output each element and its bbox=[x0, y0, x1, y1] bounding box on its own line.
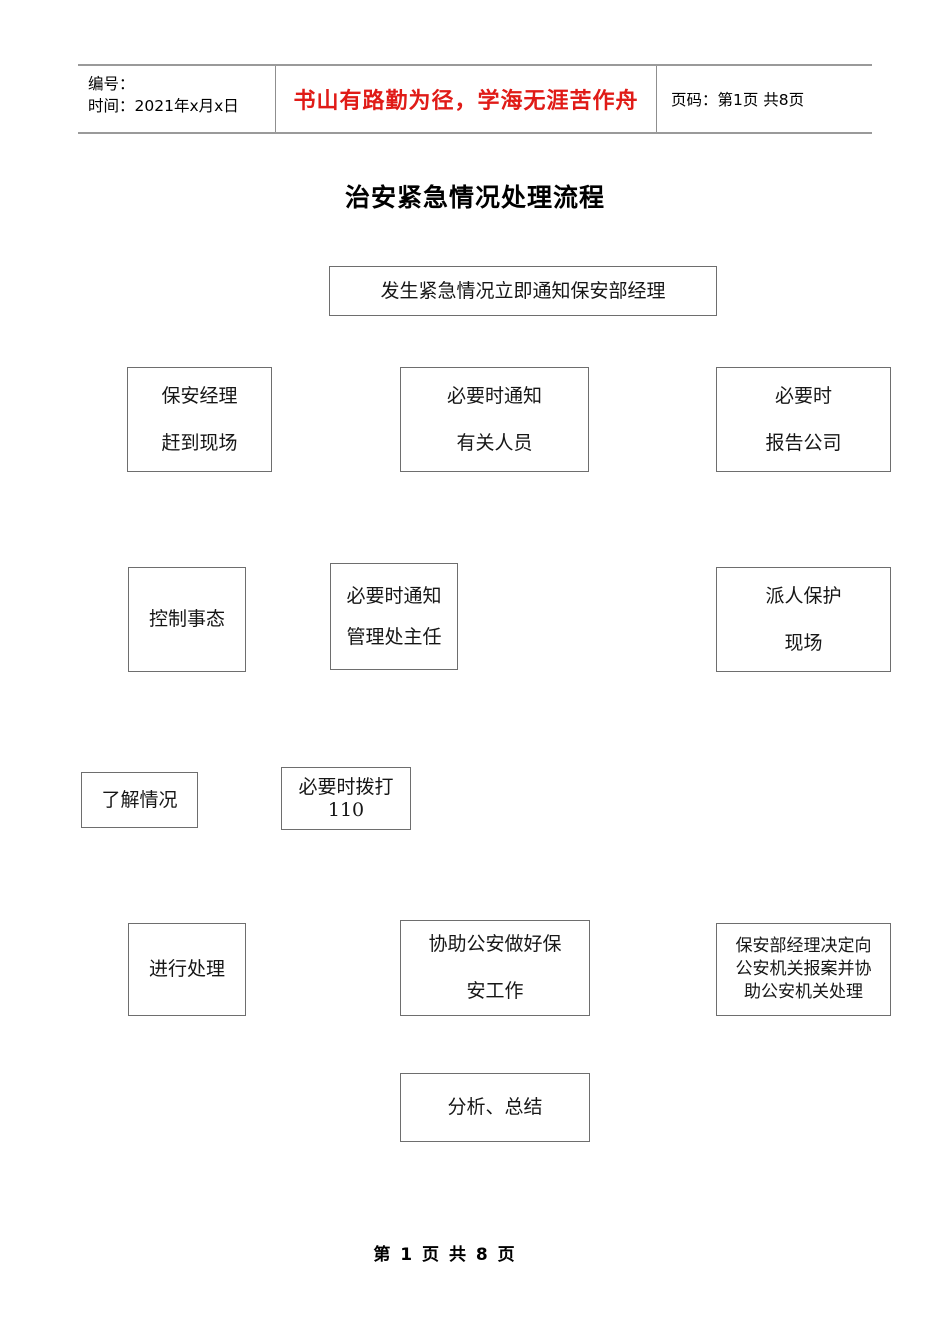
flow-box-analysis-summary: 分析、总结 bbox=[400, 1073, 590, 1142]
flow-box-assist-police-security-work: 协助公安做好保 安工作 bbox=[400, 920, 590, 1016]
flow-box-control-situation: 控制事态 bbox=[128, 567, 246, 672]
flow-box-line: 安工作 bbox=[466, 980, 524, 1002]
flow-box-manager-arrive-scene: 保安经理 赶到现场 bbox=[127, 367, 272, 472]
flow-box-manager-decides-report-to-police: 保安部经理决定向 公安机关报案并协 助公安机关处理 bbox=[716, 923, 891, 1016]
flow-box-line: 必要时 bbox=[774, 384, 832, 407]
flow-box-line: 有关人员 bbox=[456, 431, 533, 454]
header-cell-pagecode: 页码：第1页 共8页 bbox=[657, 66, 872, 132]
flow-box-notify-related-personnel: 必要时通知 有关人员 bbox=[400, 367, 589, 472]
flow-box-notify-management-director: 必要时通知 管理处主任 bbox=[330, 563, 458, 670]
header-table: 编号： 时间：2021年x月x日 书山有路勤为径，学海无涯苦作舟 页码：第1页 … bbox=[78, 64, 872, 134]
flow-box-line: 保安部经理决定向 bbox=[735, 936, 872, 956]
flow-box-notify-security-manager: 发生紧急情况立即通知保安部经理 bbox=[329, 266, 717, 316]
flow-box-line: 赶到现场 bbox=[161, 431, 238, 454]
page-title: 治安紧急情况处理流程 bbox=[344, 183, 605, 212]
flow-box-send-people-protect-scene: 派人保护 现场 bbox=[716, 567, 891, 672]
flow-box-line: 管理处主任 bbox=[346, 625, 442, 648]
flow-box-line: 控制事态 bbox=[148, 608, 225, 630]
flow-box-report-company: 必要时 报告公司 bbox=[716, 367, 891, 472]
flow-box-line: 报告公司 bbox=[765, 431, 842, 454]
flow-box-line: 必要时通知 bbox=[446, 384, 542, 407]
header-cell-motto: 书山有路勤为径，学海无涯苦作舟 bbox=[276, 66, 657, 132]
flow-box-dial-110: 必要时拨打 110 bbox=[281, 767, 411, 830]
header-cell-meta: 编号： 时间：2021年x月x日 bbox=[78, 66, 276, 132]
flow-box-line: 派人保护 bbox=[765, 584, 842, 607]
flow-box-line: 公安机关报案并协 bbox=[735, 959, 872, 979]
flow-box-line: 现场 bbox=[784, 631, 823, 654]
flow-box-line: 协助公安做好保 bbox=[428, 933, 562, 955]
header-date-label: 时间：2021年x月x日 bbox=[88, 97, 239, 116]
flow-box-line: 保安经理 bbox=[161, 384, 238, 407]
header-number-label: 编号： bbox=[88, 75, 135, 93]
flow-box-line: 助公安机关处理 bbox=[744, 982, 863, 1002]
flow-box-line: 必要时通知 bbox=[346, 584, 442, 607]
flow-box-line: 必要时拨打 bbox=[298, 775, 394, 798]
footer-page-number: 第 1 页 共 8 页 bbox=[373, 1245, 517, 1265]
flow-box-line: 发生紧急情况立即通知保安部经理 bbox=[380, 279, 666, 302]
flow-box-line: 了解情况 bbox=[101, 788, 178, 811]
flow-box-line: 进行处理 bbox=[148, 958, 225, 980]
flow-box-line: 110 bbox=[327, 798, 365, 821]
header-page-code: 页码：第1页 共8页 bbox=[671, 91, 805, 109]
header-motto-text: 书山有路勤为径，学海无涯苦作舟 bbox=[293, 88, 639, 114]
flow-box-line: 分析、总结 bbox=[447, 1096, 543, 1118]
flow-box-carry-out-handling: 进行处理 bbox=[128, 923, 246, 1016]
flow-box-understand-situation: 了解情况 bbox=[81, 772, 198, 828]
